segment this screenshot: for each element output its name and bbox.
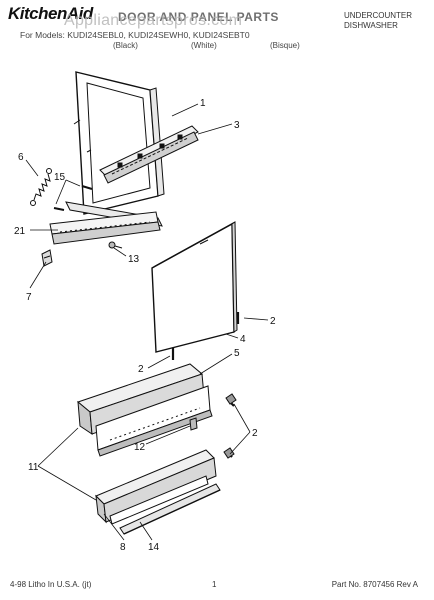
- callout-6: 6: [18, 152, 24, 163]
- watermark-text: Appliancepartspros.com: [64, 12, 243, 29]
- callout-8: 8: [120, 542, 126, 553]
- hinge-clip: [41, 249, 53, 267]
- door-panel: [151, 221, 238, 353]
- vent-bar: [99, 125, 199, 184]
- screws-2: [171, 312, 240, 459]
- lower-toe-panel: [95, 449, 217, 525]
- door-spring: [30, 168, 52, 206]
- callout-1: 1: [200, 98, 206, 109]
- lower-hinge-rail: [49, 201, 163, 245]
- color-label: (Black): [113, 41, 138, 50]
- models-line: For Models: KUDI24SEBL0, KUDI24SEWH0, KU…: [20, 30, 250, 40]
- callout-13: 13: [128, 254, 140, 265]
- callout-11: 11: [28, 462, 39, 473]
- footer-page-number: 1: [212, 580, 217, 589]
- callout-14: 14: [148, 542, 160, 553]
- callout-3: 3: [234, 120, 240, 131]
- callout-2: 2: [138, 364, 144, 375]
- trim-strip: [119, 483, 221, 535]
- leader-lines: [25, 103, 269, 541]
- upper-toe-panel: [76, 363, 213, 457]
- callout-7: 7: [26, 292, 32, 303]
- inner-door-frame: [73, 71, 165, 215]
- bracket-12: [189, 417, 198, 431]
- callout-2: 2: [252, 428, 258, 439]
- callout-4: 4: [240, 334, 246, 345]
- brand-logo: KitchenAid: [8, 4, 93, 23]
- callout-12: 12: [134, 442, 146, 453]
- callout-5: 5: [234, 348, 240, 359]
- callout-2: 2: [270, 316, 276, 327]
- color-labels: (Black) (White) (Bisque): [0, 41, 434, 53]
- callout-21: 21: [14, 226, 26, 237]
- callout-15: 15: [54, 172, 66, 183]
- footer-part-number: Part No. 8707456 Rev A: [331, 580, 418, 589]
- screw-13: [108, 241, 123, 249]
- screws-15: [53, 185, 93, 211]
- product-type: UNDERCOUNTER DISHWASHER: [344, 11, 412, 31]
- footer-litho: 4-98 Litho In U.S.A. (jt): [10, 580, 92, 589]
- page-title: DOOR AND PANEL PARTS: [118, 10, 279, 24]
- color-label: (Bisque): [270, 41, 300, 50]
- product-type-line: DISHWASHER: [344, 21, 398, 30]
- color-label: (White): [191, 41, 217, 50]
- product-type-line: UNDERCOUNTER: [344, 11, 412, 20]
